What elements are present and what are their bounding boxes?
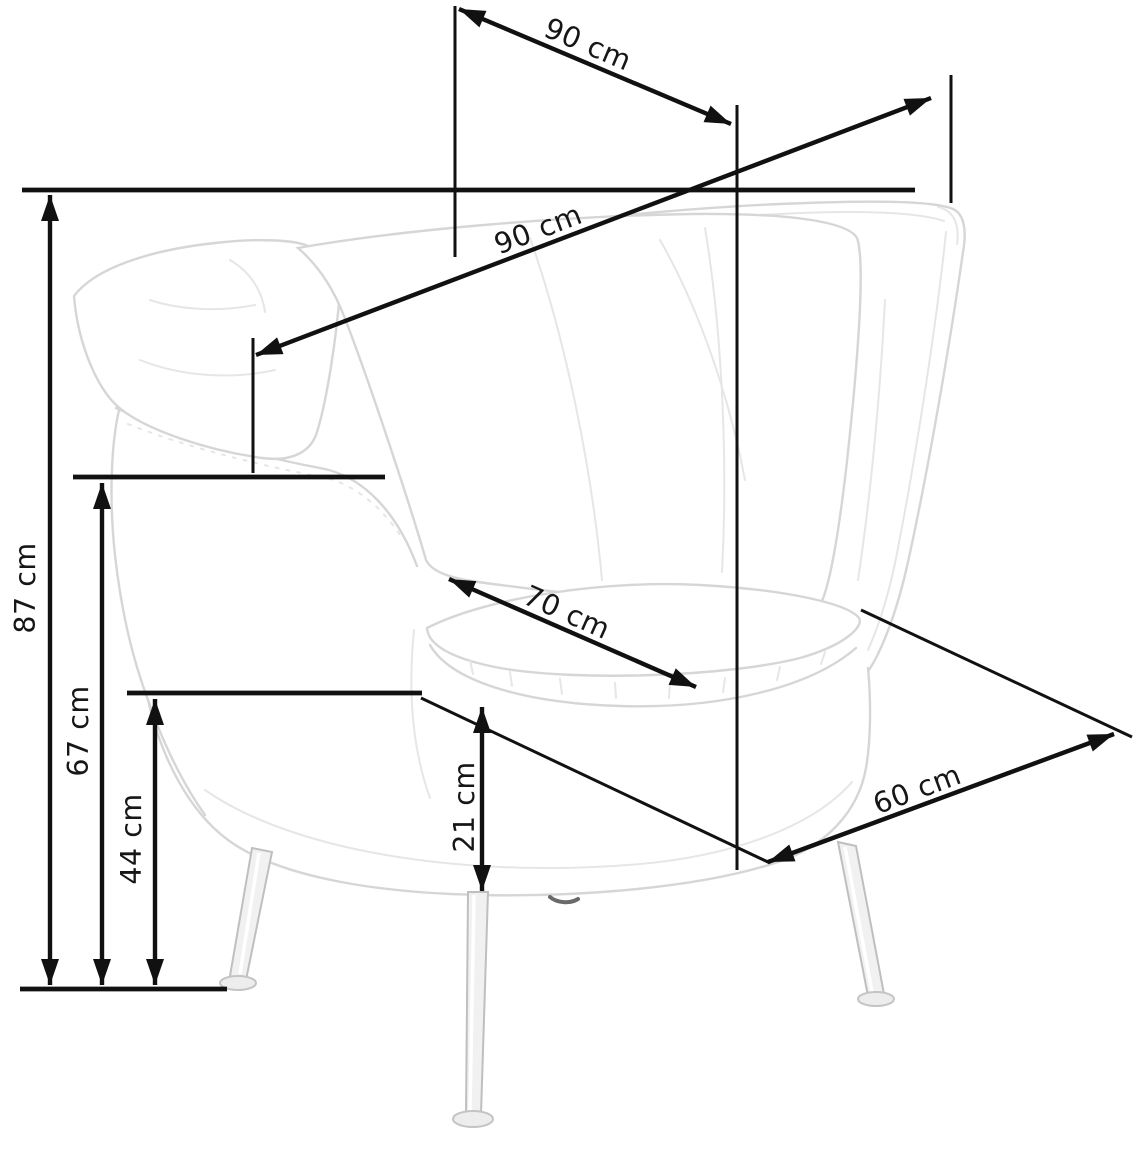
shell-left-edge bbox=[110, 408, 207, 817]
dimension-label-base-height: 21 cm bbox=[448, 761, 481, 852]
dimension-seat-depth: 60 cm bbox=[767, 731, 1115, 865]
dimension-line-overall-depth bbox=[255, 95, 932, 358]
dimension-overall-width: 90 cm bbox=[458, 6, 732, 127]
leg-right bbox=[836, 840, 886, 998]
dimension-label-armrest-height: 67 cm bbox=[62, 685, 95, 776]
leg-front-left-foot bbox=[219, 975, 257, 991]
dimension-label-seat-height: 44 cm bbox=[115, 793, 148, 884]
dimension-base-height: 21 cm bbox=[448, 707, 491, 891]
dimension-overall-height: 87 cm bbox=[9, 195, 60, 985]
base-left-crease bbox=[410, 629, 431, 799]
shell-right-edge bbox=[867, 250, 965, 672]
leg-front-left-highlight bbox=[238, 852, 261, 975]
side-panel-crease bbox=[857, 299, 886, 581]
shell-corner-seam bbox=[937, 206, 959, 245]
base-under-shadow bbox=[548, 895, 580, 905]
left-pillow-crease-2 bbox=[139, 359, 276, 377]
dimension-line-overall-width bbox=[458, 6, 732, 127]
left-pillow bbox=[72, 238, 342, 461]
dimension-label-seat-depth: 60 cm bbox=[869, 758, 966, 821]
leg-front-center-highlight bbox=[468, 894, 476, 1112]
dimension-label-overall-height: 87 cm bbox=[9, 542, 42, 633]
dimension-line-seat-width bbox=[448, 576, 697, 690]
leg-right-foot bbox=[857, 991, 895, 1007]
dimension-label-overall-width: 90 cm bbox=[539, 11, 636, 77]
shell-right-inner-edge bbox=[867, 231, 947, 651]
dimension-layer: 90 cm 90 cm 87 cm 67 cm 44 cm 21 cm bbox=[9, 6, 1133, 992]
dimension-seat-height: 44 cm bbox=[115, 699, 164, 985]
back-cushion bbox=[295, 212, 862, 607]
extension-line-seatdepth-back bbox=[860, 608, 1133, 739]
left-pillow-crease-1 bbox=[149, 299, 256, 311]
leg-front-center-foot bbox=[452, 1110, 494, 1128]
leg-right-highlight bbox=[843, 846, 874, 993]
dimension-line-seat-depth bbox=[767, 731, 1115, 865]
dimension-armrest-height: 67 cm bbox=[62, 483, 111, 985]
